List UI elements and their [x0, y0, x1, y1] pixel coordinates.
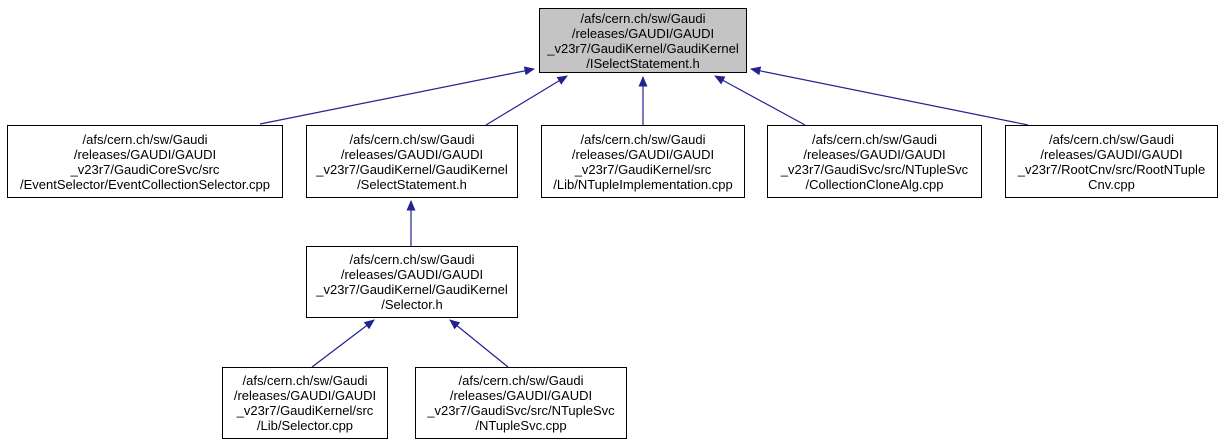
node-rootntuplecnv-cpp[interactable]: /afs/cern.ch/sw/Gaudi /releases/GAUDI/GA…	[1005, 125, 1218, 198]
node-eventcollectionselector-cpp[interactable]: /afs/cern.ch/sw/Gaudi /releases/GAUDI/GA…	[7, 125, 283, 198]
edge-rootntuplecnv-to-iselectstatement	[750, 66, 1029, 126]
node-ntupleimplementation-cpp[interactable]: /afs/cern.ch/sw/Gaudi /releases/GAUDI/GA…	[541, 125, 745, 198]
edge-selectstatement-to-iselectstatement	[485, 75, 568, 126]
node-ntuplesvc-cpp[interactable]: /afs/cern.ch/sw/Gaudi /releases/GAUDI/GA…	[415, 367, 627, 439]
node-iselectstatement-h[interactable]: /afs/cern.ch/sw/Gaudi /releases/GAUDI/GA…	[539, 8, 747, 73]
node-selector-cpp[interactable]: /afs/cern.ch/sw/Gaudi /releases/GAUDI/GA…	[222, 367, 388, 439]
node-selectstatement-h[interactable]: /afs/cern.ch/sw/Gaudi /releases/GAUDI/GA…	[306, 125, 518, 198]
edge-selectorcpp-to-selector	[311, 319, 375, 368]
edge-ntuplesvccpp-to-selector	[449, 319, 509, 368]
edge-eventcollectionselector-to-iselectstatement	[259, 66, 535, 125]
node-collectionclonealg-cpp[interactable]: /afs/cern.ch/sw/Gaudi /releases/GAUDI/GA…	[767, 125, 982, 198]
node-selector-h[interactable]: /afs/cern.ch/sw/Gaudi /releases/GAUDI/GA…	[306, 246, 518, 318]
edge-collectionclonealg-to-iselectstatement	[714, 75, 806, 126]
